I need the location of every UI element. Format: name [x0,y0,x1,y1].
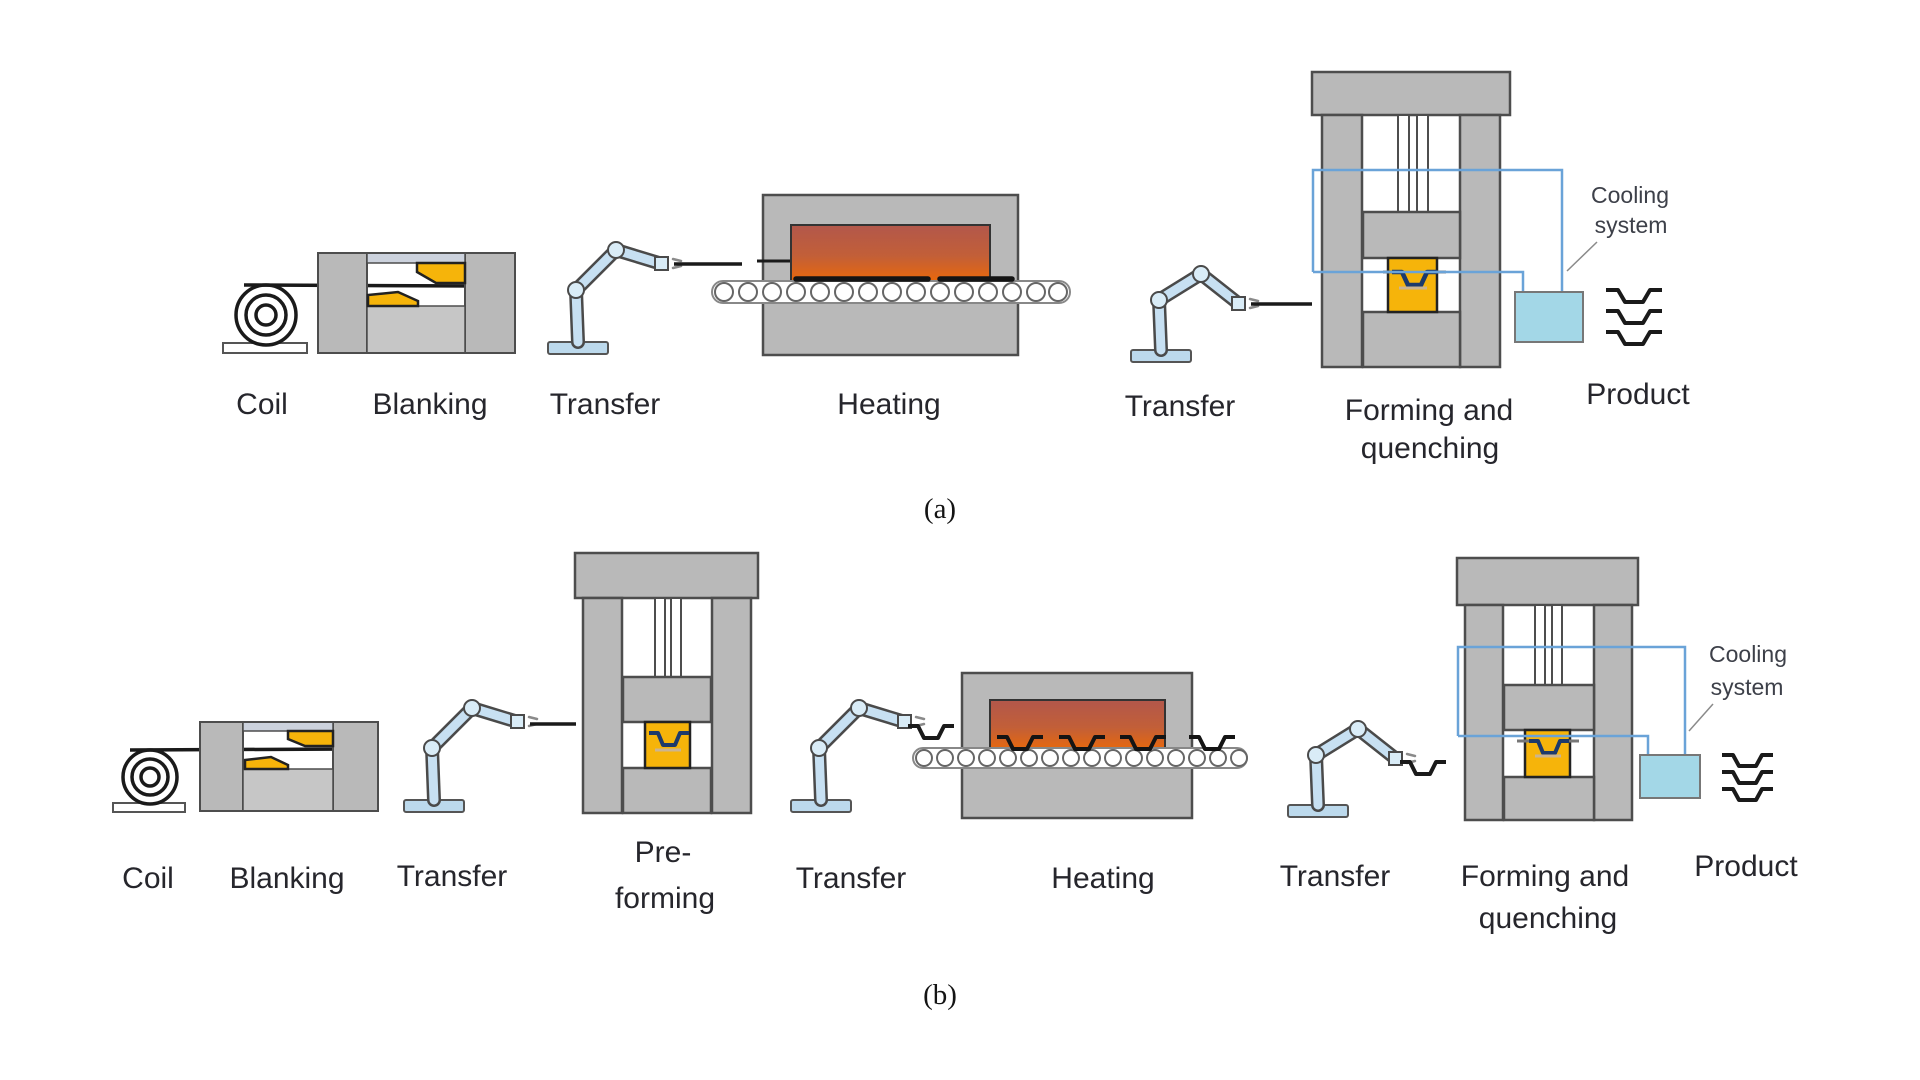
transfer-robot-b-1 [404,700,576,812]
press-ram-pre [621,675,713,724]
formed-part-b [1529,739,1569,755]
label-preforming-line2: forming [615,882,715,915]
caption-a: (a) [924,493,956,525]
heating-furnace-b [912,671,1248,820]
label-transfer-a-2: Transfer [1125,390,1236,423]
heating-furnace-a [711,193,1071,357]
label-product-a: Product [1586,378,1690,411]
blanking-machine-a [317,252,516,354]
formed-part-pre [649,731,689,747]
product-stack-b [1722,753,1773,802]
caption-b: (b) [923,979,957,1011]
product-stack-a [1606,288,1662,346]
label-cooling-b-line1: Cooling [1709,641,1787,667]
transfer-robot-a-2 [1131,266,1312,362]
label-forming-a-line2: quenching [1361,432,1499,465]
label-coil-a: Coil [236,388,288,421]
forming-press-a [1310,70,1512,369]
cooling-tank-b [1639,754,1701,799]
label-blanking-a: Blanking [372,388,487,421]
label-cooling-a-line1: Cooling [1591,182,1669,208]
cooling-pipe-a [1311,168,1564,291]
cooling-pipe-b [1456,645,1687,754]
carried-part-b-2 [908,724,954,740]
label-transfer-b-3: Transfer [1280,860,1391,893]
label-transfer-b-2: Transfer [796,862,907,895]
press-ram-a [1361,210,1462,260]
cooling-pointer-b [1688,703,1714,732]
label-heating-a: Heating [837,388,940,421]
preforming-press-b [573,551,760,815]
transfer-robot-a-1 [548,242,742,354]
label-transfer-a-1: Transfer [550,388,661,421]
blanking-machine-b [199,721,379,812]
carried-part-b-3 [1400,760,1446,776]
label-product-b: Product [1694,850,1798,883]
label-forming-b-line2: quenching [1479,902,1617,935]
label-cooling-a-line2: system [1595,212,1668,238]
label-blanking-b: Blanking [229,862,344,895]
label-preforming-line1: Pre- [635,836,692,869]
rollers-b [915,749,1248,767]
transfer-robot-b-2 [791,700,954,812]
transfer-robot-b-3 [1288,721,1446,817]
cooling-tank-a [1514,291,1584,343]
label-transfer-b-1: Transfer [397,860,508,893]
label-forming-a-line1: Forming and [1345,394,1513,427]
press-bed-pre [621,766,713,815]
coil-icon-a [222,283,308,354]
heated-parts-b [997,735,1235,751]
press-bed-b [1502,775,1596,822]
forming-press-b [1455,556,1640,822]
cooling-pointer-a [1566,241,1598,272]
rollers-a [714,282,1068,302]
coil-icon-b [112,748,186,813]
label-heating-b: Heating [1051,862,1154,895]
label-coil-b: Coil [122,862,174,895]
press-bed-a [1361,310,1462,369]
label-cooling-b-line2: system [1711,674,1784,700]
label-forming-b-line1: Forming and [1461,860,1629,893]
press-ram-b [1502,683,1596,732]
